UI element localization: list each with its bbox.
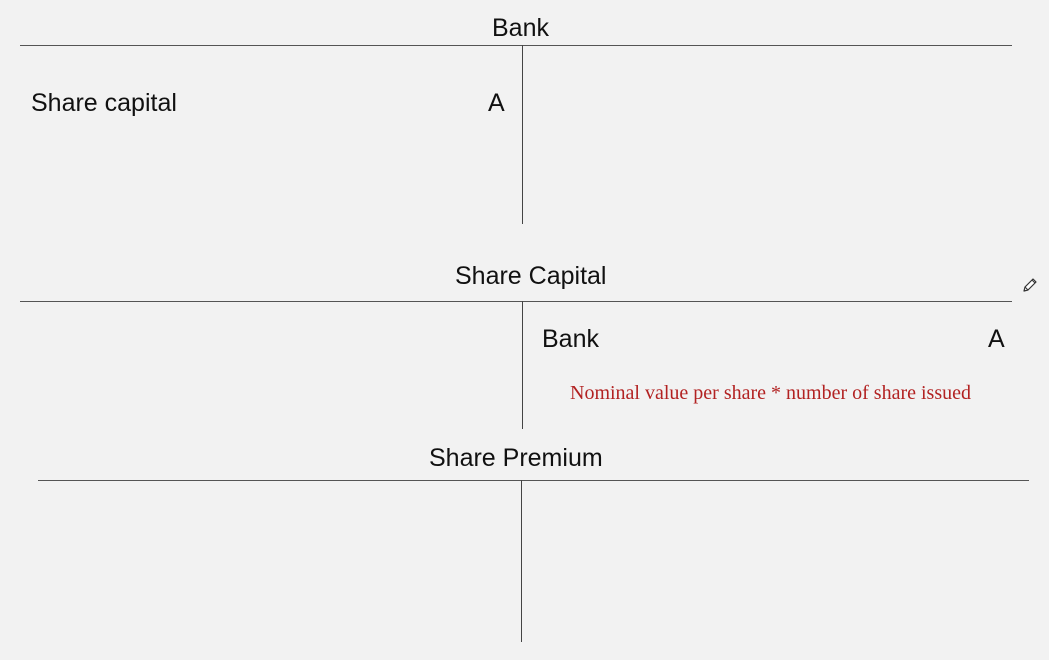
account-title: Bank — [492, 14, 549, 42]
debit-entry-label: Share capital — [31, 89, 177, 117]
annotation-note: Nominal value per share * number of shar… — [570, 382, 971, 404]
account-title: Share Capital — [455, 262, 607, 290]
t-account-top-line — [20, 45, 1012, 46]
t-account-divider — [521, 480, 522, 642]
t-account-divider — [522, 301, 523, 429]
account-title: Share Premium — [429, 444, 603, 472]
credit-entry-label: Bank — [542, 325, 599, 353]
t-account-top-line — [20, 301, 1012, 302]
pencil-icon — [1023, 278, 1037, 292]
t-account-top-line — [38, 480, 1029, 481]
t-account-divider — [522, 45, 523, 224]
credit-entry-amount: A — [988, 325, 1005, 353]
debit-entry-amount: A — [488, 89, 505, 117]
